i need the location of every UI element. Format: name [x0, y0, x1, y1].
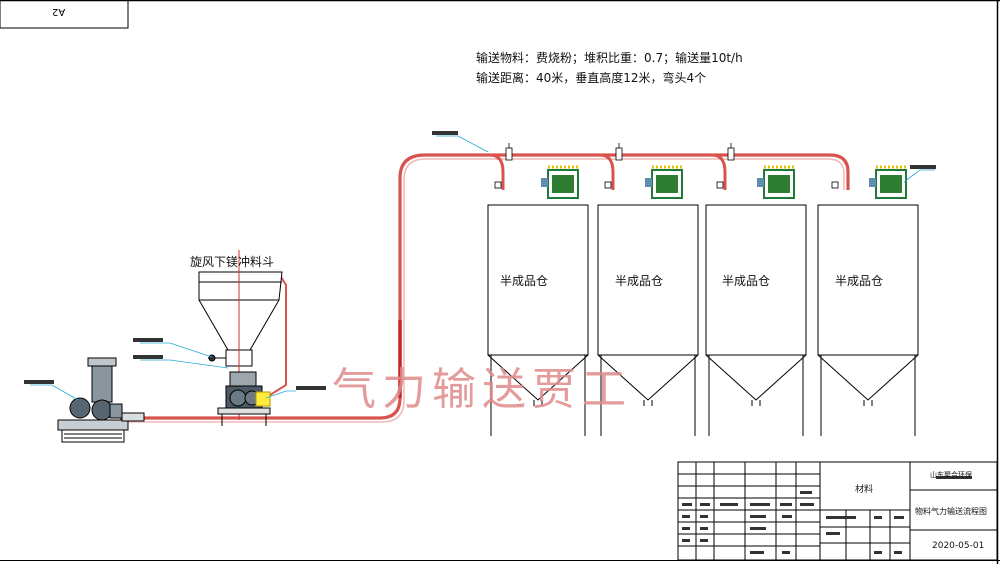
silo-2	[597, 204, 699, 436]
spec-line-2: 输送距离：40米，垂直高度12米，弯头4个	[476, 71, 707, 85]
diverter-valves	[494, 143, 839, 189]
filter-1	[541, 165, 579, 199]
filter-4	[869, 165, 907, 199]
silo-pump	[217, 371, 271, 426]
silo-3-label: 半成品仓	[722, 274, 771, 288]
feed-hopper	[198, 250, 283, 420]
conveying-pipeline	[120, 153, 850, 423]
silo-4-label: 半成品仓	[835, 274, 884, 288]
title-block-marks	[682, 476, 972, 554]
silo-3	[705, 204, 807, 436]
silo-bag-filters	[541, 165, 907, 199]
watermark: 气力输送贾工	[332, 364, 632, 415]
roots-blower	[57, 357, 145, 443]
silo-2-label: 半成品仓	[615, 274, 664, 288]
filter-2	[645, 165, 683, 199]
filter-3	[757, 165, 795, 199]
hopper-label: 旋风下镁冲料斗	[190, 255, 275, 269]
company-name: 山东聚合环保	[930, 471, 972, 479]
drawing-date: 2020-05-01	[932, 541, 985, 551]
leader-lines	[30, 135, 935, 401]
silos	[487, 204, 919, 436]
silo-4	[817, 204, 919, 436]
title-block	[677, 461, 998, 561]
leader-tags	[24, 131, 936, 390]
spec-line-1: 输送物料：费烧粉；堆积比重：0.7；输送量10t/h	[476, 51, 743, 65]
silo-1-label: 半成品仓	[500, 274, 549, 288]
silo-1	[487, 204, 589, 436]
drawing-title: 物料气力输送流程图	[915, 507, 987, 516]
sheet-size-label: A2	[52, 6, 66, 17]
material-label: 材料	[855, 485, 874, 495]
